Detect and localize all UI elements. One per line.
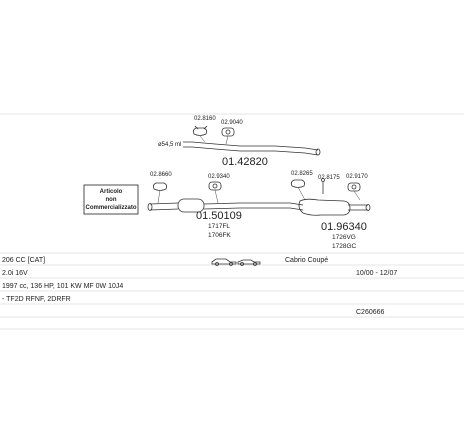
- middle-silencer: 01.50109 1717FL 1706FK: [147, 198, 304, 239]
- clamp-02-8160: 02.8160: [192, 116, 216, 136]
- part-number-hanger-a: 02.8265: [291, 171, 313, 177]
- clamp-02-8660: 02.8660: [150, 172, 172, 204]
- catalog-code-cell: C260666: [356, 309, 385, 316]
- car-silhouette-icon: [211, 258, 237, 266]
- part-number-clamp-d: 02.9340: [208, 174, 230, 180]
- not-sold-note-box: Articolo non Commercializzato: [83, 184, 139, 215]
- part-number-middle: 01.50109: [196, 210, 242, 222]
- note-line-2: non: [106, 197, 117, 203]
- part-number-rear: 01.96340: [321, 221, 367, 233]
- note-line-3: Commercializzato: [85, 205, 136, 211]
- rear-oe-number-1: 1726VG: [332, 234, 356, 241]
- vehicle-info-table: 206 CC [CAT] Cabrio Coupé 2.0i 16V 10/00…: [0, 252, 464, 330]
- rear-oe-number-2: 1728GC: [332, 243, 357, 250]
- part-number-clamp-e: 02.9170: [346, 174, 368, 180]
- pipe-dimensions: ø54,5 ml: [158, 142, 181, 148]
- clamp-02-9340: 02.9340: [208, 174, 230, 204]
- convertible-silhouette-icon: [237, 259, 261, 266]
- body-type-cell: Cabrio Coupé: [285, 257, 328, 264]
- part-number-clamp-b: 02.9040: [221, 120, 243, 126]
- clamp-02-9170: 02.9170: [346, 174, 368, 201]
- part-number-clamp-c: 02.8660: [150, 172, 172, 178]
- rear-silencer: 01.96340 1726VG 1728GC: [298, 198, 371, 250]
- engine-codes-cell: - TF2D RFNF, 2DRFR: [2, 296, 71, 303]
- engine-cell: 2.0i 16V: [2, 270, 28, 277]
- clamp-02-9040: 02.9040: [221, 120, 243, 137]
- tail-pipe: ø54,5 ml 01.42820: [158, 135, 321, 168]
- hanger-02-8175: 02.8175: [318, 175, 340, 194]
- part-number-clamp-a: 02.8160: [194, 116, 216, 122]
- engine-spec-cell: 1997 cc, 136 HP, 101 KW MF 0W 10J4: [2, 283, 123, 290]
- hanger-02-8265: 02.8265: [290, 171, 313, 201]
- note-line-1: Articolo: [100, 189, 123, 195]
- middle-oe-number-1: 1717FL: [208, 223, 230, 230]
- middle-oe-number-2: 1706FK: [208, 232, 231, 239]
- part-number-hanger-b: 02.8175: [318, 175, 340, 181]
- model-cell: 206 CC [CAT]: [2, 257, 45, 264]
- years-cell: 10/00 - 12/07: [356, 270, 397, 277]
- part-number-tail-pipe: 01.42820: [222, 156, 268, 168]
